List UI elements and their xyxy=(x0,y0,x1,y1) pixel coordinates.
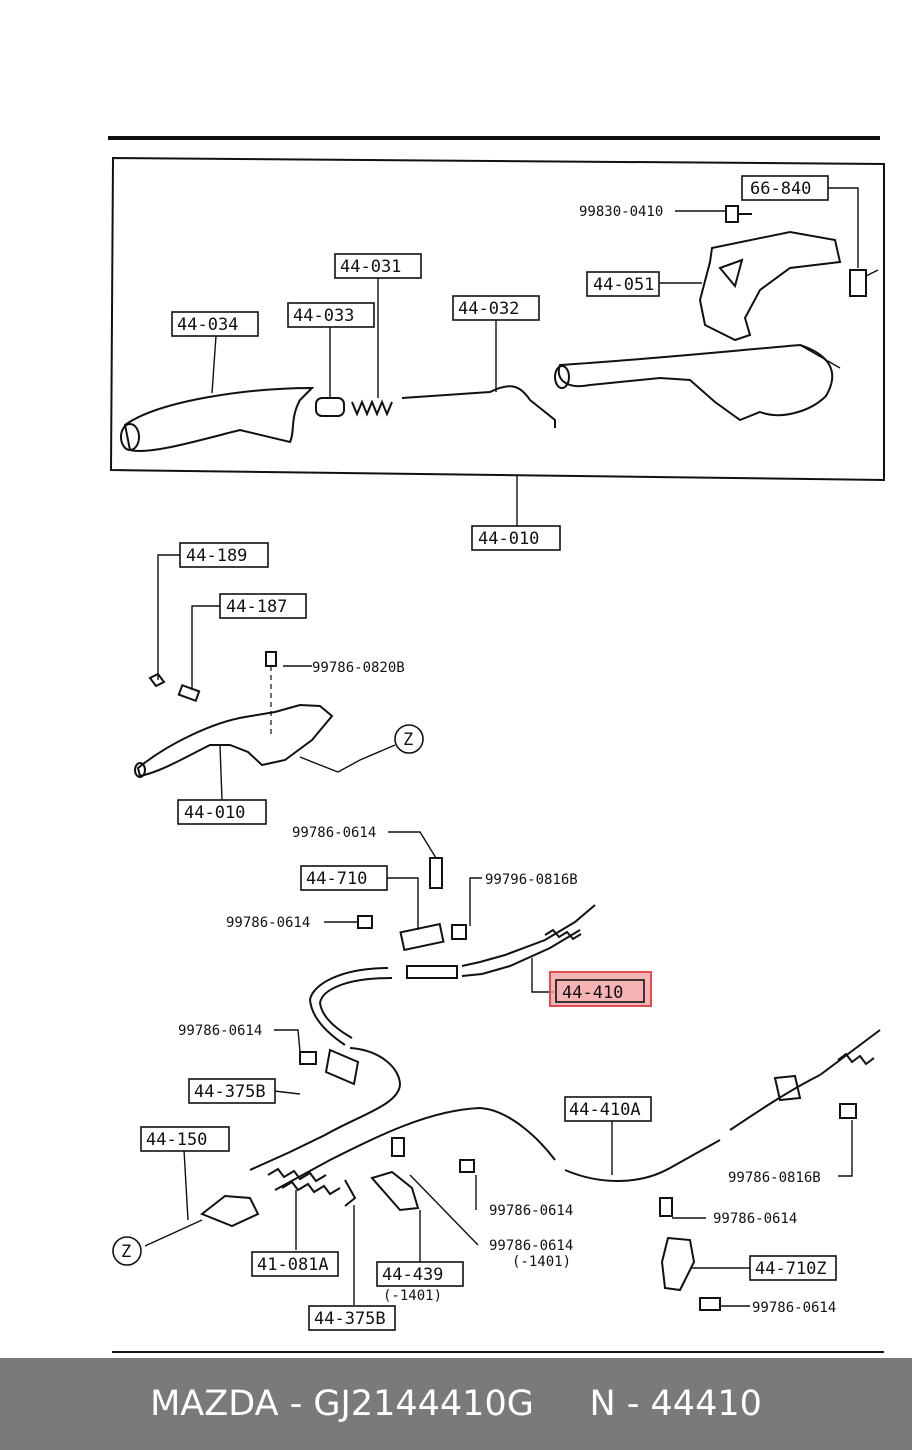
label-41-081A: 41-081A xyxy=(251,1251,339,1277)
label-99786-0614-g: 99786-0614 xyxy=(752,1300,836,1316)
cap-drawing xyxy=(315,397,345,417)
label-99786-0614-f-note: (-1401) xyxy=(512,1254,571,1270)
label-Z-top: Z xyxy=(394,724,424,754)
label-44-710Z: 44-710Z xyxy=(749,1255,837,1281)
label-44-032: 44-032 xyxy=(452,295,540,321)
svg-text:44-710Z: 44-710Z xyxy=(755,1259,827,1279)
label-66-840: 66-840 xyxy=(741,175,829,201)
bracket-drawing xyxy=(698,230,842,342)
svg-text:44-375B: 44-375B xyxy=(194,1082,266,1102)
svg-text:44-150: 44-150 xyxy=(146,1130,207,1150)
reference-number: N - 44410 xyxy=(589,1384,762,1424)
label-99796-0816B: 99796-0816B xyxy=(485,872,578,888)
label-44-031: 44-031 xyxy=(334,253,422,279)
label-99786-0614-d: 99786-0614 xyxy=(489,1203,573,1219)
label-44-439-note: (-1401) xyxy=(383,1288,442,1304)
label-99786-0816B: 99786-0816B xyxy=(728,1170,821,1186)
label-44-710: 44-710 xyxy=(300,865,388,891)
label-44-375B-b: 44-375B xyxy=(308,1305,396,1331)
leader-lines-mid xyxy=(157,554,312,801)
label-99786-0614-c: 99786-0614 xyxy=(178,1023,262,1039)
bolt-drawing xyxy=(725,205,752,223)
svg-text:44-187: 44-187 xyxy=(226,597,287,617)
brand-part-number: MAZDA - GJ2144410G xyxy=(150,1384,534,1424)
leader-lines-top xyxy=(211,187,859,526)
leader-lines-lower xyxy=(183,831,853,1307)
assembly-frame xyxy=(109,156,885,482)
label-44-010-top: 44-010 xyxy=(471,525,561,551)
svg-text:Z: Z xyxy=(403,730,413,750)
switch-drawing xyxy=(849,269,879,297)
svg-text:41-081A: 41-081A xyxy=(257,1255,329,1275)
label-44-375B-a: 44-375B xyxy=(188,1078,276,1104)
svg-text:66-840: 66-840 xyxy=(750,179,811,199)
svg-text:44-010: 44-010 xyxy=(478,529,539,549)
label-44-033: 44-033 xyxy=(287,302,375,328)
label-44-410A: 44-410A xyxy=(564,1096,652,1122)
label-44-439: 44-439 xyxy=(376,1261,464,1287)
lever-body-drawing xyxy=(554,343,841,422)
label-44-150: 44-150 xyxy=(140,1126,230,1152)
label-44-034: 44-034 xyxy=(171,311,259,337)
label-99786-0614-a: 99786-0614 xyxy=(292,825,376,841)
label-99786-0614-b: 99786-0614 xyxy=(226,915,310,931)
svg-text:44-010: 44-010 xyxy=(184,803,245,823)
parts-diagram: 66-840 99830-0410 44-051 44-031 44-032 4… xyxy=(108,136,885,1353)
rod-drawing xyxy=(401,385,556,428)
svg-text:44-051: 44-051 xyxy=(593,275,654,295)
front-cable-drawing xyxy=(308,857,596,1046)
svg-text:44-439: 44-439 xyxy=(382,1265,443,1285)
lever-assembly-drawing xyxy=(134,651,396,778)
label-99786-0614-f: 99786-0614 xyxy=(489,1238,573,1254)
svg-text:44-034: 44-034 xyxy=(177,315,238,335)
svg-text:44-710: 44-710 xyxy=(306,869,367,889)
label-44-010-mid: 44-010 xyxy=(177,799,267,825)
label-44-187: 44-187 xyxy=(219,593,307,619)
svg-text:44-410: 44-410 xyxy=(562,983,623,1003)
label-99786-0820B: 99786-0820B xyxy=(312,660,405,676)
svg-text:Z: Z xyxy=(121,1242,131,1262)
svg-text:44-031: 44-031 xyxy=(340,257,401,277)
label-99830-0410: 99830-0410 xyxy=(579,204,663,220)
label-44-051: 44-051 xyxy=(586,271,660,297)
svg-text:44-410A: 44-410A xyxy=(569,1100,641,1120)
spring-drawing xyxy=(351,399,393,417)
rear-cable-drawing xyxy=(144,1029,881,1311)
footer-gap xyxy=(534,1384,590,1424)
label-44-189: 44-189 xyxy=(179,542,269,568)
label-Z-bottom: Z xyxy=(112,1236,142,1266)
footer-caption: MAZDA - GJ2144410G N - 44410 xyxy=(0,1358,912,1450)
lever-grip-drawing xyxy=(120,386,315,452)
svg-text:44-032: 44-032 xyxy=(458,299,519,319)
label-99786-0614-e: 99786-0614 xyxy=(713,1211,797,1227)
svg-text:44-033: 44-033 xyxy=(293,306,354,326)
label-44-410-highlighted: 44-410 xyxy=(549,971,652,1007)
svg-text:44-189: 44-189 xyxy=(186,546,247,566)
svg-text:44-375B: 44-375B xyxy=(314,1309,386,1329)
